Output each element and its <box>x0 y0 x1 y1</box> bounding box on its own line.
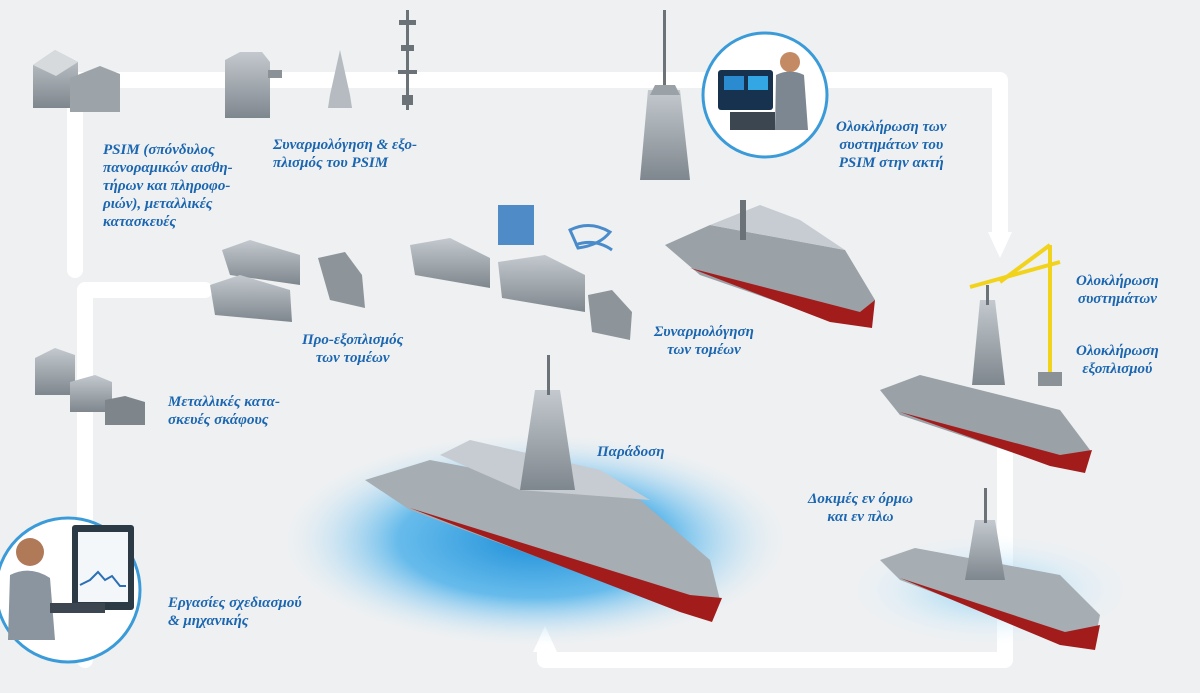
crane-icon <box>969 243 1062 386</box>
mast-icon <box>398 10 417 110</box>
label-outfitting: Ολοκλήρωση εξοπλισμού <box>1076 343 1159 377</box>
label-shore-integration: Ολοκλήρωση των συστημάτων του PSIM στην … <box>836 119 947 171</box>
psim-module-icon <box>33 50 120 112</box>
label-pre-outfitting: Προ-εξοπλισμός των τομέων <box>302 332 404 366</box>
psim-module-icon <box>640 10 690 180</box>
label-systems: Ολοκλήρωση συστημάτων <box>1076 273 1159 307</box>
hull-block-icon <box>35 348 145 425</box>
ship-icon <box>880 285 1092 473</box>
hull-block-icon <box>210 238 632 340</box>
label-trials: Δοκιμές εν όρμω και εν πλω <box>808 491 913 525</box>
ship-icon <box>880 488 1100 650</box>
label-section-assembly: Συναρμολόγηση των τομέων <box>654 324 754 358</box>
psim-module-icon <box>225 50 352 118</box>
engineer-console-icon <box>701 31 829 159</box>
ship-icon <box>665 200 875 328</box>
designer-workstation-icon <box>0 516 142 664</box>
label-hull: Μεταλλικές κατα- σκευές σκάφους <box>168 394 280 428</box>
hull-block-icon <box>498 205 613 252</box>
label-design: Εργασίες σχεδιασμού & μηχανικής <box>168 595 302 629</box>
label-psim-assembly: Συναρμολόγηση & εξο- πλισμός του PSIM <box>273 137 418 171</box>
ship-icon <box>365 355 722 622</box>
label-delivery: Παράδοση <box>597 444 665 460</box>
label-psim: PSIM (σπόνδυλος πανοραμικών αισθη- τήρων… <box>103 142 233 230</box>
